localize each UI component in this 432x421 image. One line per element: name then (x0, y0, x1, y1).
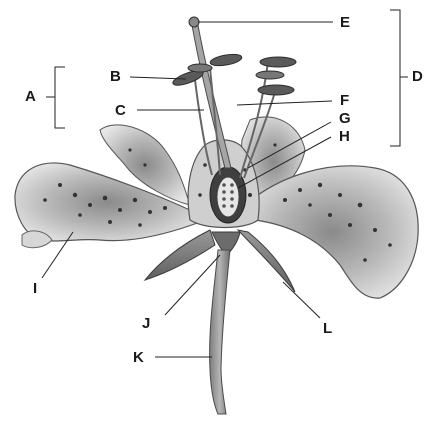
label-c: C (115, 103, 126, 118)
label-d: D (412, 69, 423, 84)
label-i: I (33, 281, 37, 296)
label-f: F (340, 93, 349, 108)
anthers (171, 52, 296, 95)
label-g: G (339, 111, 351, 126)
stem (210, 250, 230, 414)
label-b: B (110, 69, 121, 84)
bracket-a (46, 67, 65, 128)
label-h: H (339, 129, 350, 144)
leader-f (237, 101, 332, 105)
label-a: A (25, 89, 36, 104)
label-k: K (133, 350, 144, 365)
leader-l (283, 282, 320, 318)
label-l: L (323, 321, 332, 336)
label-j: J (142, 316, 150, 331)
stigma (189, 17, 199, 27)
bracket-d (390, 10, 408, 146)
label-e: E (340, 15, 350, 30)
